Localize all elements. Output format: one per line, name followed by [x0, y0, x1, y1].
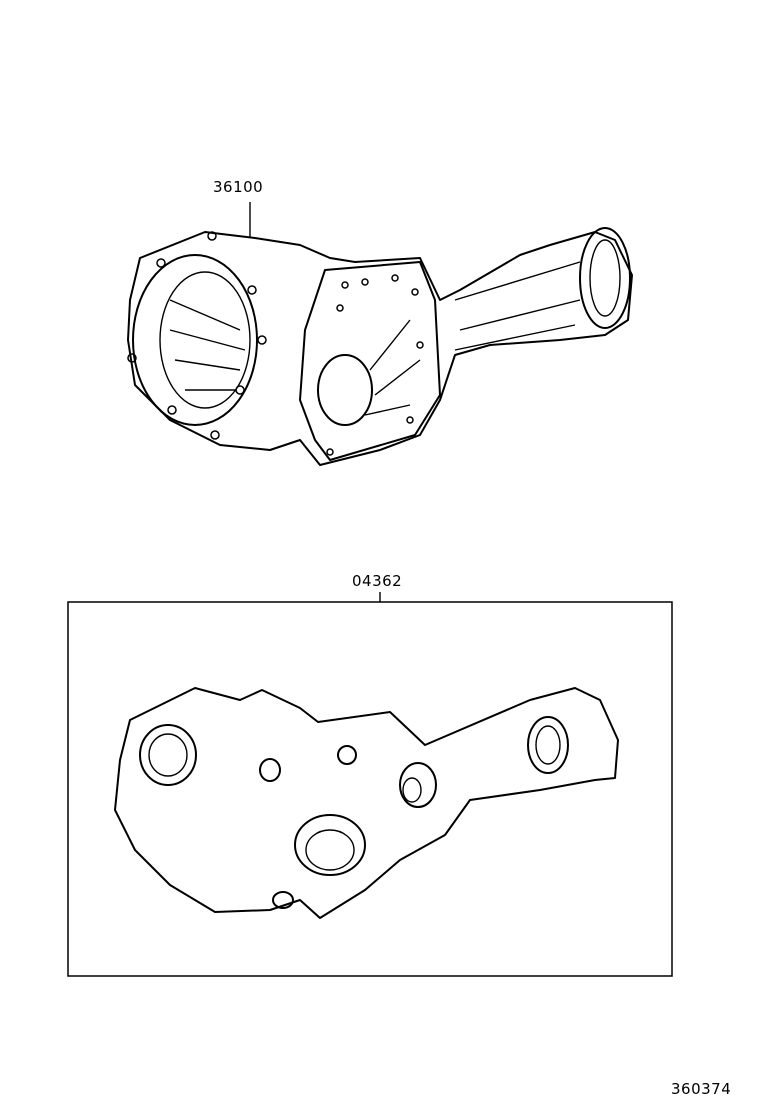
part-number-label-gasket-kit: 04362 — [352, 572, 403, 590]
illustration-id-label: 360374 — [671, 1080, 732, 1098]
transfer-assembly-drawing — [127, 227, 633, 466]
kit-frame-04362 — [67, 601, 673, 977]
gasket-kit-drawing — [114, 687, 619, 919]
part-number-label-transfer-assembly: 36100 — [213, 178, 264, 196]
